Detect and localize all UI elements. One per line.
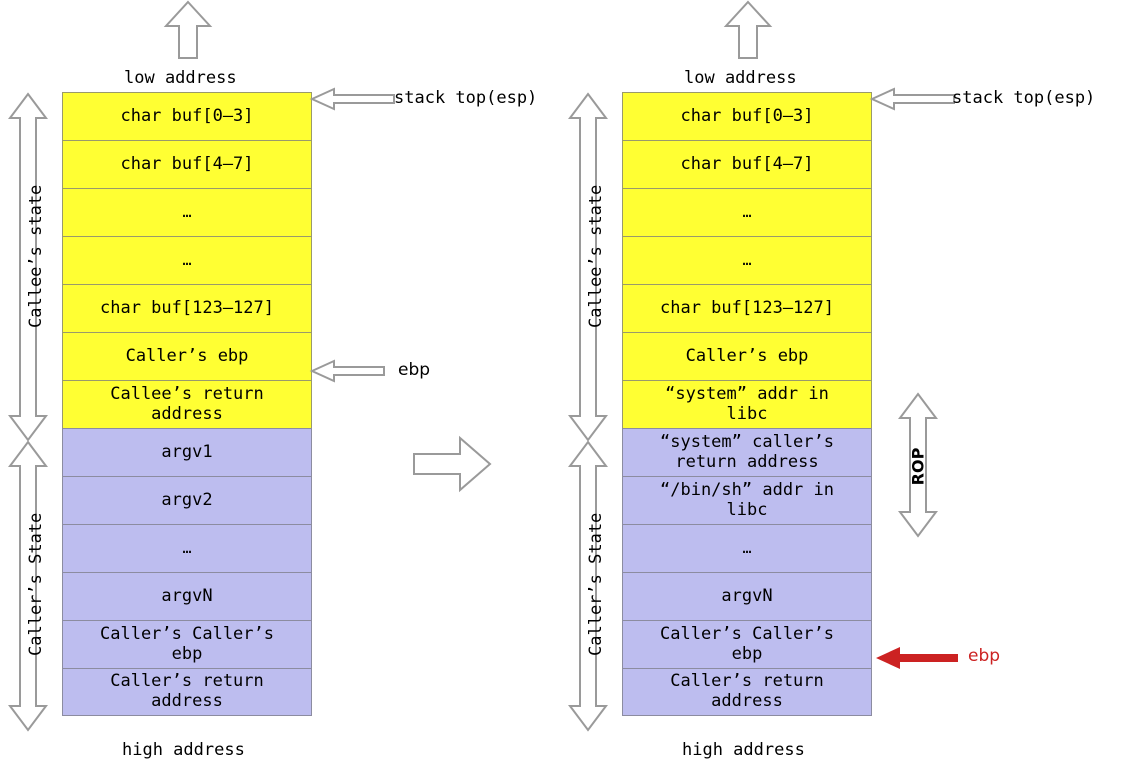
stack-cell: Caller’s ebp	[62, 332, 312, 380]
esp-arrow-left	[309, 87, 395, 111]
ebp-label-right: ebp	[968, 646, 1001, 666]
low-address-up-arrow-left	[163, 0, 213, 59]
caller-state-caption-left: Caller’s State	[26, 512, 46, 656]
stack-cell: Callee’s return address	[62, 380, 312, 428]
stack-cell-label: char buf[4–7]	[120, 153, 254, 174]
callee-state-caption-right: Callee’s state	[586, 184, 606, 328]
stack-cell-label: Caller’s ebp	[125, 345, 249, 366]
stack-cell: char buf[123–127]	[62, 284, 312, 332]
stack-cell: …	[62, 188, 312, 236]
stack-cell-label: “system” addr in libc	[665, 383, 829, 424]
left-stack: char buf[0–3] char buf[4–7] … … char buf[123…	[62, 92, 312, 716]
rop-arrow	[898, 392, 938, 538]
stack-cell-label: char buf[0–3]	[120, 105, 254, 126]
stack-cell-label: argvN	[161, 585, 213, 606]
stack-cell-label: Caller’s Caller’s ebp	[100, 623, 274, 664]
stack-cell: “system” caller’s return address	[622, 428, 872, 476]
ebp-arrow-right	[876, 647, 958, 669]
stack-cell-label: …	[182, 202, 192, 221]
stack-cell: …	[62, 524, 312, 572]
low-address-label-right: low address	[684, 68, 797, 88]
stack-cell-label: “system” caller’s return address	[660, 431, 834, 472]
stack-cell: Caller’s return address	[622, 668, 872, 716]
stack-cell: Caller’s Caller’s ebp	[622, 620, 872, 668]
stack-cell-label: Caller’s ebp	[685, 345, 809, 366]
caller-state-arrow-left	[8, 440, 48, 732]
transform-right-arrow	[413, 435, 492, 493]
stack-cell: Caller’s ebp	[622, 332, 872, 380]
esp-label-left: stack top(esp)	[394, 88, 538, 108]
stack-cell: …	[622, 524, 872, 572]
stack-cell: …	[62, 236, 312, 284]
stack-cell: argvN	[62, 572, 312, 620]
stack-cell: Caller’s return address	[62, 668, 312, 716]
esp-label-right: stack top(esp)	[952, 88, 1096, 108]
stack-cell-label: “/bin/sh” addr in libc	[660, 479, 834, 520]
stack-cell-label: Caller’s return address	[670, 671, 824, 711]
stack-cell: char buf[4–7]	[62, 140, 312, 188]
ebp-label-left: ebp	[398, 360, 431, 380]
callee-state-caption-left: Callee’s state	[26, 184, 46, 328]
stack-cell-label: …	[182, 250, 192, 269]
callee-state-arrow-right	[568, 92, 608, 442]
stack-cell-label: …	[742, 538, 752, 557]
caller-state-arrow-right	[568, 440, 608, 732]
stack-cell-label: char buf[123–127]	[660, 297, 834, 318]
stack-cell: “system” addr in libc	[622, 380, 872, 428]
stack-cell-label: char buf[0–3]	[680, 105, 814, 126]
stack-cell-label: …	[742, 202, 752, 221]
caller-state-caption-right: Caller’s State	[586, 512, 606, 656]
stack-cell: Caller’s Caller’s ebp	[62, 620, 312, 668]
stack-cell-label: argv2	[161, 489, 213, 510]
ebp-arrow-left	[309, 359, 385, 383]
esp-arrow-right	[869, 87, 955, 111]
stack-cell-label: char buf[123–127]	[100, 297, 274, 318]
stack-cell: char buf[4–7]	[622, 140, 872, 188]
stack-cell-label: …	[742, 250, 752, 269]
stack-cell-label: Caller’s Caller’s ebp	[660, 623, 834, 664]
high-address-label-left: high address	[122, 740, 245, 760]
right-stack: char buf[0–3] char buf[4–7] … … char buf[123…	[622, 92, 872, 716]
stack-cell-label: char buf[4–7]	[680, 153, 814, 174]
stack-cell: …	[622, 188, 872, 236]
stack-cell: char buf[0–3]	[622, 92, 872, 140]
stack-cell: char buf[0–3]	[62, 92, 312, 140]
low-address-up-arrow-right	[723, 0, 773, 59]
stack-cell: “/bin/sh” addr in libc	[622, 476, 872, 524]
stack-cell-label: argv1	[161, 441, 213, 462]
stack-cell-label: …	[182, 538, 192, 557]
callee-state-arrow-left	[8, 92, 48, 442]
low-address-label-left: low address	[124, 68, 237, 88]
rop-caption: ROP	[908, 447, 928, 486]
stack-cell-label: Caller’s return address	[110, 671, 264, 711]
stack-cell: argvN	[622, 572, 872, 620]
stack-cell: argv1	[62, 428, 312, 476]
stack-cell-label: Callee’s return address	[110, 383, 264, 424]
high-address-label-right: high address	[682, 740, 805, 760]
stack-cell: char buf[123–127]	[622, 284, 872, 332]
stack-cell: …	[622, 236, 872, 284]
stack-cell-label: argvN	[721, 585, 773, 606]
stack-cell: argv2	[62, 476, 312, 524]
